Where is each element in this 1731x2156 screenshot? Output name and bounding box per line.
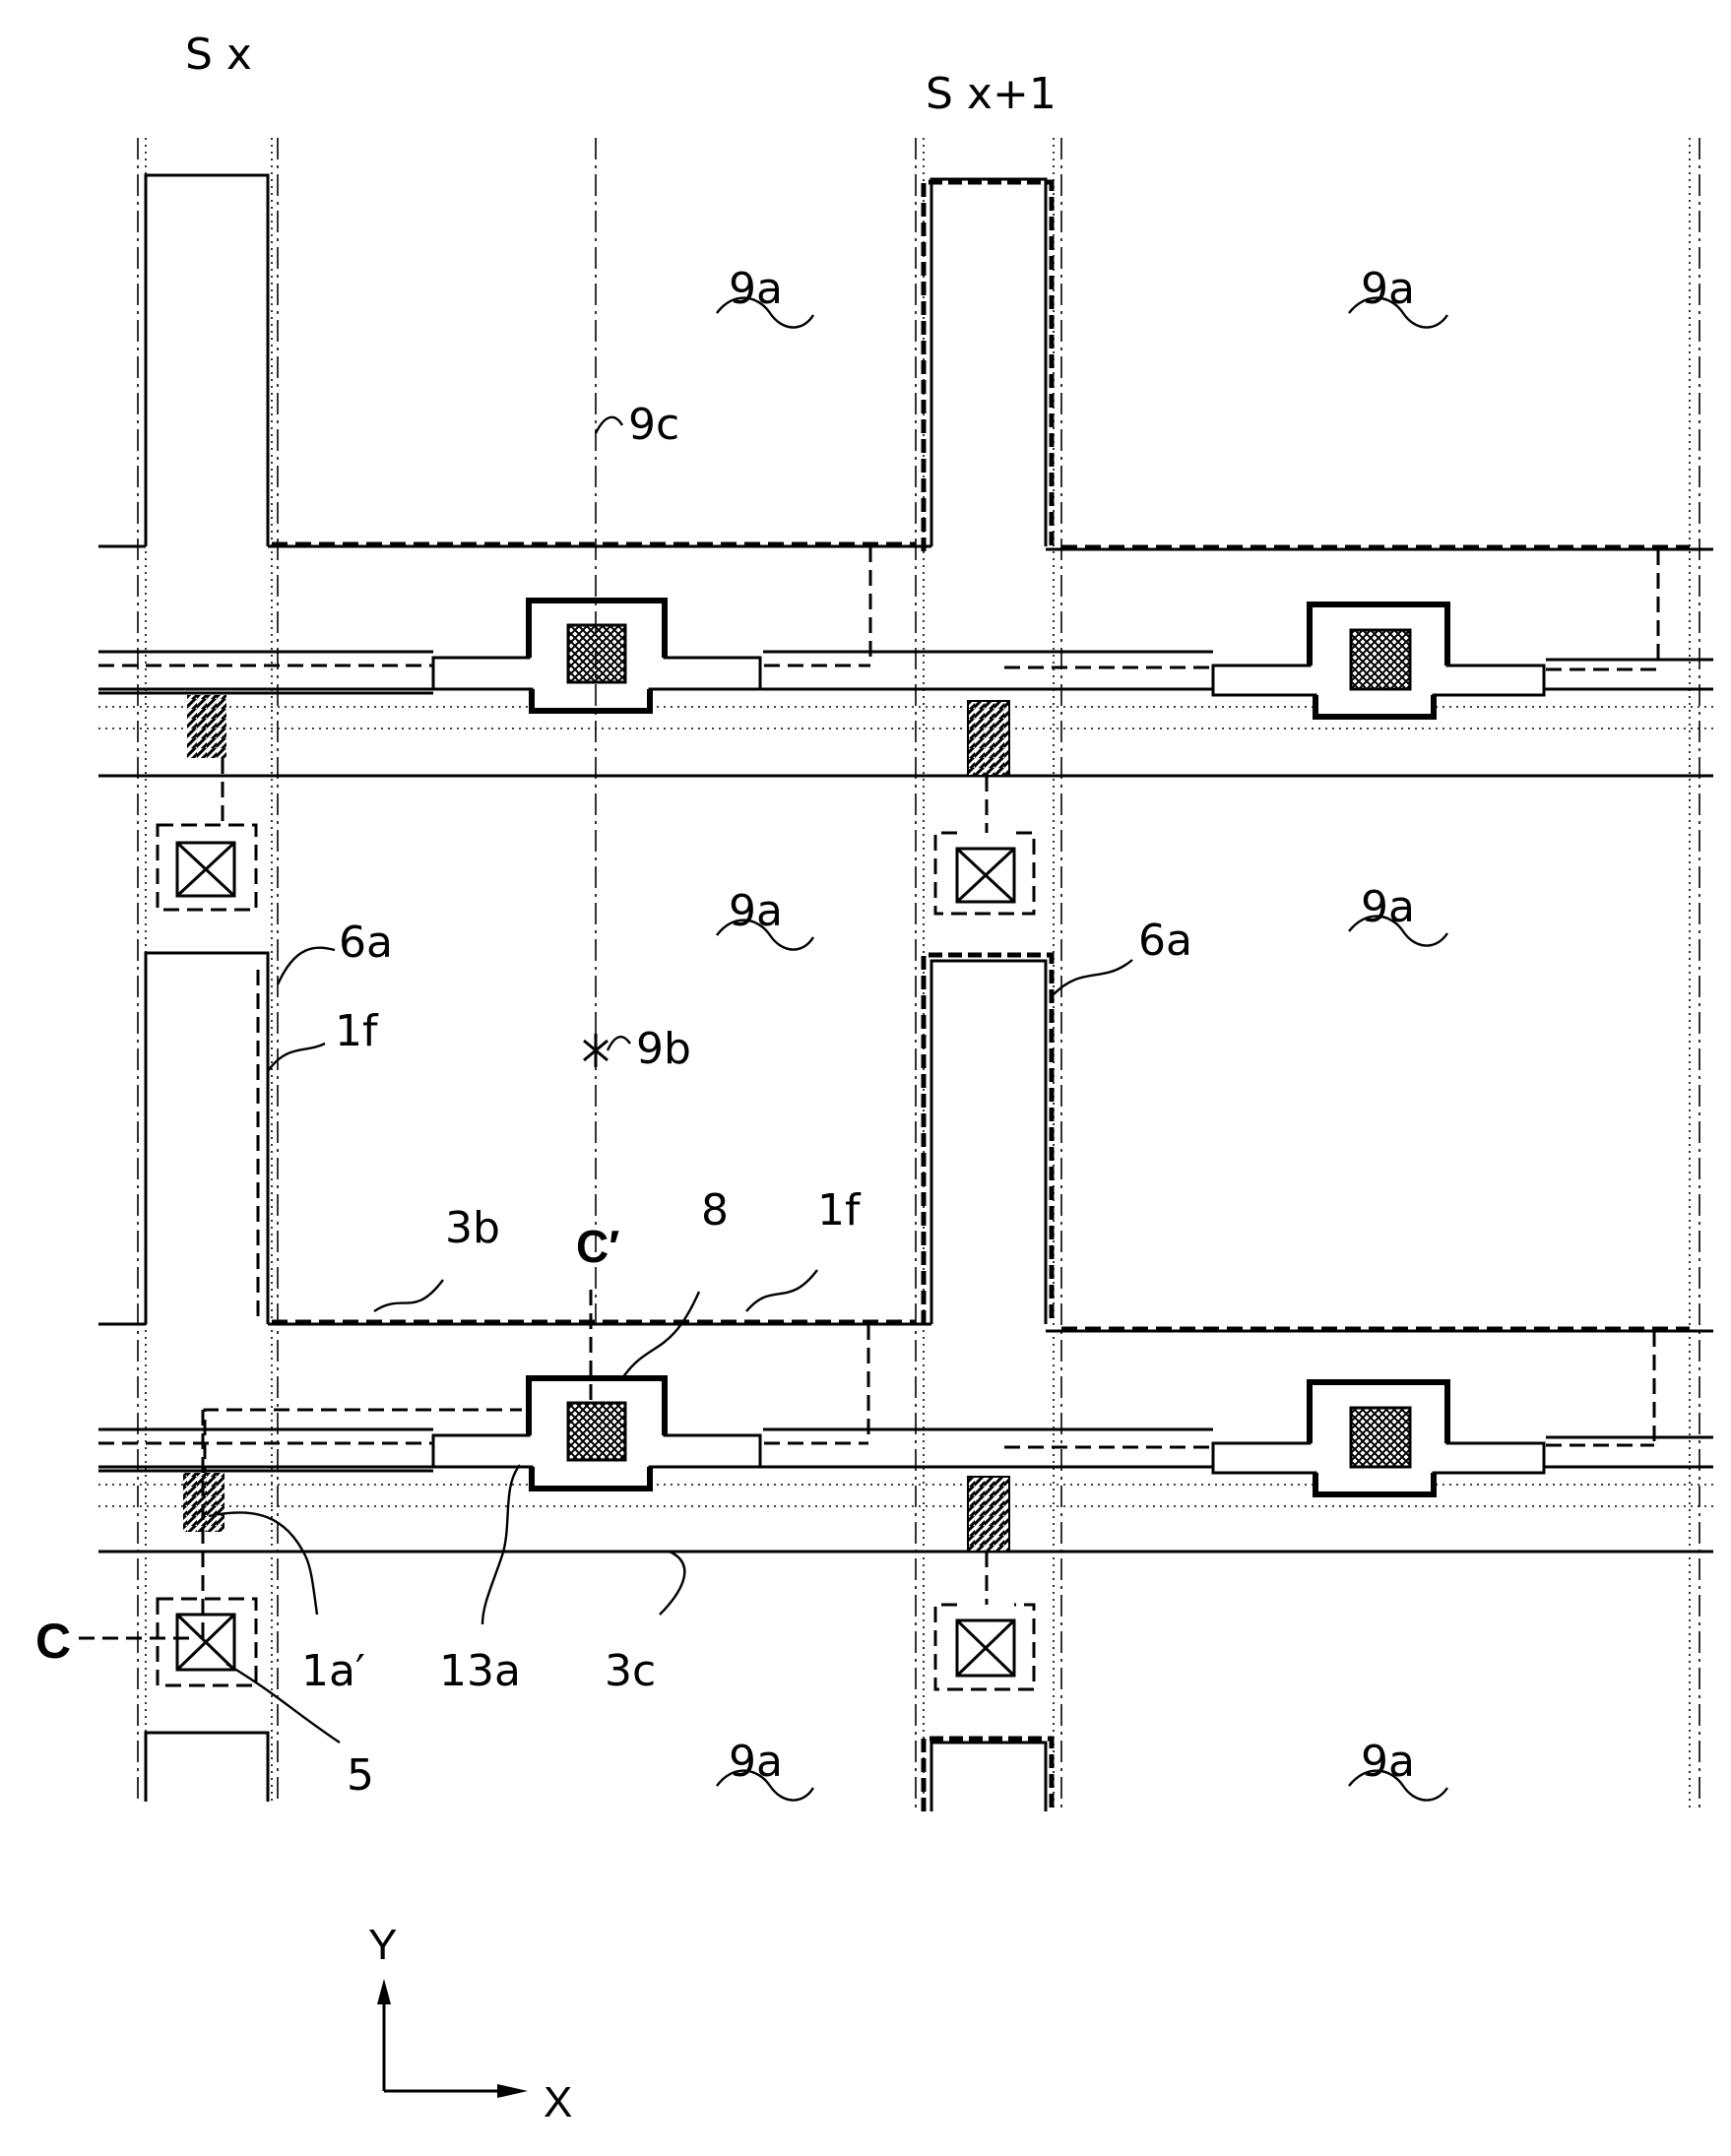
capacitor-line-upper (98, 543, 1713, 662)
scan-line-label: 3c (605, 1646, 656, 1696)
tft-gate-upper-left (433, 601, 760, 711)
leader-lines (209, 298, 1447, 1801)
semiconductor-label-lower: 1f (817, 1185, 862, 1236)
section-start-label: C (35, 1614, 71, 1669)
layer-1a-label: 1a′ (301, 1646, 365, 1696)
contact-hole-label: 5 (347, 1750, 374, 1801)
source-line-x1-label: S x+1 (926, 69, 1057, 119)
center-point-label: 9b (636, 1024, 691, 1074)
semiconductor-label-left: 1f (335, 1006, 379, 1056)
section-end-label: C′ (576, 1221, 619, 1272)
x-axis-label: X (544, 2078, 572, 2126)
capacitor-line-label: 3b (445, 1203, 500, 1253)
pixel-electrode-label-1: 9a (729, 264, 783, 314)
y-axis-arrow (377, 1979, 391, 2004)
coordinate-axes: Y X (368, 1921, 572, 2126)
tft-gate-lower-right (1213, 1382, 1544, 1494)
data-line-label-left: 6a (339, 918, 393, 968)
contact-hole-lower-right (935, 1605, 1034, 1689)
data-line-label-right: 6a (1138, 916, 1192, 966)
pixel-electrode-label-5: 9a (729, 1737, 783, 1787)
capacitor-line-lower (98, 1321, 1713, 1443)
hatched-link-upper-right (968, 701, 1009, 776)
source-line-x-label: S x (185, 30, 252, 80)
layer-13a-label: 13a (439, 1646, 521, 1696)
center-point-9b (584, 1034, 608, 1067)
center-line-label: 9c (628, 400, 679, 450)
pixel-electrode-label-3: 9a (729, 886, 783, 936)
scan-line-band-lower (98, 1410, 1713, 1552)
contact-hole-upper-right (935, 833, 1034, 914)
contact-hole-upper-left (158, 825, 256, 910)
hatched-link-lower-right (968, 1477, 1009, 1552)
y-axis-label: Y (368, 1921, 397, 1969)
x-axis-arrow (497, 2084, 528, 2098)
contact-label: 8 (701, 1185, 729, 1236)
hatched-link-upper-left (187, 695, 226, 758)
tft-gate-upper-right (1213, 604, 1544, 717)
pixel-electrode-label-2: 9a (1361, 264, 1415, 314)
source-line-x1-column (916, 138, 1061, 1811)
tft-gate-lower-left (433, 1378, 760, 1489)
pixel-electrode-label-4: 9a (1361, 882, 1415, 932)
pixel-electrode-label-6: 9a (1361, 1737, 1415, 1787)
